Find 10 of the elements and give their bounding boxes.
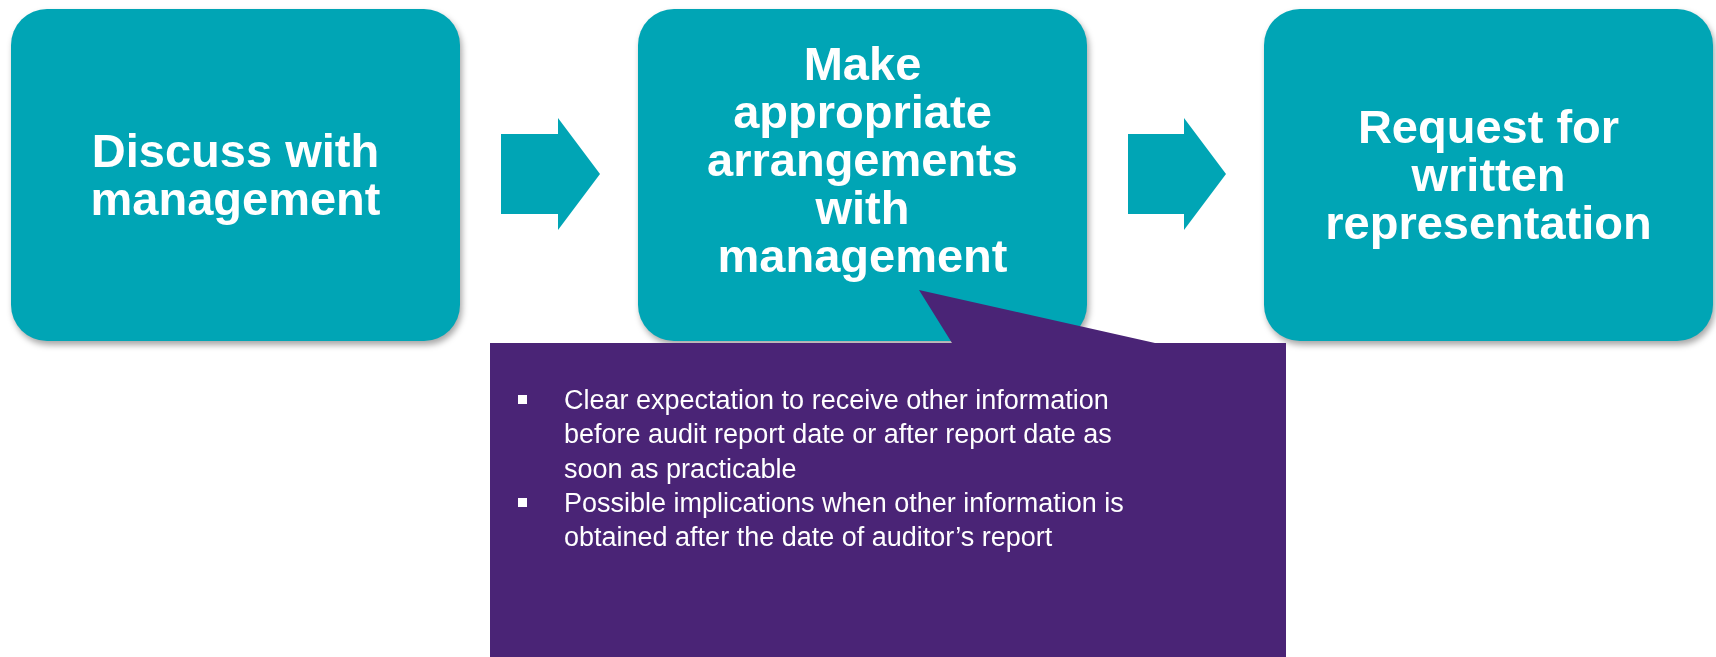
block-arrow — [1128, 118, 1226, 230]
callout-tooltip — [490, 290, 1286, 657]
process-box — [11, 9, 460, 341]
step-text: Discuss with management — [89, 127, 382, 223]
step-text: Make appropriate arrangements with management — [706, 40, 1019, 280]
process-box — [1264, 9, 1713, 341]
bullet-text: Possible implications when other information is obtained after the date of auditor’s report — [518, 485, 1156, 555]
block-arrow — [501, 118, 600, 230]
bullet-text: Clear expectation to receive other information before audit report date or after report date as soon as practicable — [518, 383, 1156, 486]
step-text: Request for written representation — [1324, 103, 1653, 247]
